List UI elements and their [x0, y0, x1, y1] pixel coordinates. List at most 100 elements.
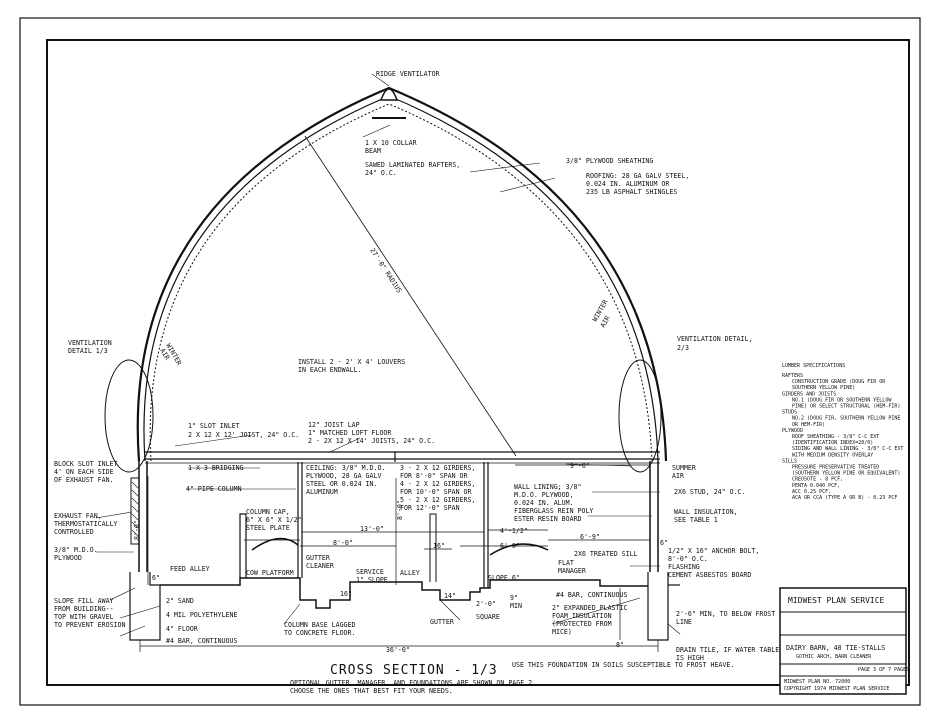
label-rafters-2: 24" O.C. [365, 169, 397, 177]
label-slope-fill-4: TO PREVENT EROSION [54, 621, 125, 629]
label-dim-9-0-top: 9'-0" [570, 462, 590, 470]
label-sheathing: 3/8" PLYWOOD SHEATHING [566, 157, 653, 165]
label-louvers-2: IN EACH ENDWALL. [298, 366, 362, 374]
label-girders-1: 3 - 2 X 12 GIRDERS, [400, 464, 475, 472]
label-girders-6: FOR 12'-0" SPAN [400, 504, 460, 512]
label-column-base-2: TO CONCRETE FLOOR. [284, 629, 355, 637]
loft-labels: 1" SLOT INLET 2 X 12 X 12' JOIST, 24" O.… [54, 421, 745, 524]
label-bar-cont-right: #4 BAR, CONTINUOUS [556, 591, 627, 599]
label-girders-4: FOR 10'-0" SPAN OR [400, 488, 471, 496]
loft-floor [145, 451, 660, 464]
label-block-slot-2: 4' ON EACH SIDE [54, 468, 114, 476]
label-dim-8-0-a: 8'-0" [333, 539, 353, 547]
footer-note-2: CHOOSE THE ONES THAT BEST FIT YOUR NEEDS… [290, 687, 453, 695]
label-loft-floor: 1" MATCHED LOFT FLOOR [308, 429, 391, 437]
label-ceiling-2: PLYWOOD, 28 GA GALV [306, 472, 381, 480]
label-slope-6: SLOPE 6" [488, 574, 520, 582]
label-gutter-cleaner-2: CLEANER [306, 562, 334, 570]
lumber-spec-line: ROOF SHEATHING - 3/8" C-C EXT [792, 434, 879, 440]
lumber-spec-line: SOUTHERN YELLOW PINE) [792, 385, 855, 391]
lumber-spec-line: ACA OR CCA (TYPE A OR B) - 0.23 PCF [792, 495, 897, 501]
label-joists-2x14: 2 - 2X 12 X 14' JOISTS, 24" O.C. [308, 437, 435, 445]
label-dim-16-gutter: 16" [340, 590, 352, 598]
label-summer-air-1: SUMMER [672, 464, 696, 472]
title-block-subtitle: GOTHIC ARCH, BARN CLEANER [796, 654, 872, 660]
footer: CROSS SECTION - 1/3 OPTIONAL GUTTER, MAN… [290, 661, 734, 695]
label-foam-4: MICE) [552, 628, 572, 636]
floor-labels: EXHAUST FAN, THERMOSTATICALLY CONTROLLED… [54, 500, 779, 662]
label-exhaust-fan-1: EXHAUST FAN, [54, 512, 102, 520]
label-column-base-1: COLUMN BASE LAGGED [284, 621, 355, 629]
label-girders-3: 4 - 2 X 12 GIRDERS, [400, 480, 475, 488]
label-mdo-plywood-2: PLYWOOD [54, 554, 82, 562]
label-treated-sill: 2X6 TREATED SILL [574, 550, 638, 558]
label-exhaust-fan-2: THERMOSTATICALLY [54, 520, 118, 528]
label-vent-detail-right-1: VENTILATION DETAIL, [677, 335, 752, 343]
label-dim-8-0-vert-mid: 8'-0" [396, 500, 404, 520]
inner-border [46, 39, 910, 686]
label-frost-2: LINE [676, 618, 692, 626]
label-dim-6-left: 6" [152, 574, 160, 582]
label-bridging: 1 X 3 BRIDGING [188, 464, 244, 472]
label-radius: 27'-0" RADIUS [368, 247, 403, 295]
lumber-specs-title: LUMBER SPECIFICATIONS [782, 363, 845, 369]
label-alley: ALLEY [400, 569, 420, 577]
label-dim-13-0: 13'-0" [360, 525, 384, 533]
lumber-spec-line: GIRDERS AND JOISTS [782, 391, 836, 397]
lumber-spec-line: STUDS [782, 410, 797, 416]
title-block: MIDWEST PLAN SERVICE DAIRY BARN, 40 TIE-… [779, 587, 909, 695]
label-girders-5: 5 - 2 X 12 GIRDERS, [400, 496, 475, 504]
label-service-slope-1: SERVICE [356, 568, 384, 576]
label-roofing-1: ROOFING: 28 GA GALV STEEL, [586, 172, 689, 180]
label-drain-tile-2: IS HIGH [676, 654, 704, 662]
lumber-spec-line: PLYWOOD [782, 428, 803, 434]
vent-detail-ellipse-right [618, 359, 662, 473]
label-dim-6-0: 6'-0" [500, 542, 520, 550]
label-wall-lining-2: M.D.O. PLYWOOD, [514, 491, 574, 499]
label-block-slot-1: BLOCK SLOT INLET [54, 460, 118, 468]
lumber-spec-line: ACC 0.25 PCF, [792, 489, 831, 495]
label-summer-air-2: AIR [672, 472, 684, 480]
label-column-cap-1: COLUMN CAP, [246, 508, 290, 516]
label-wall-lining-1: WALL LINING; 3/8" [514, 483, 582, 491]
label-pipe-column: 4" PIPE COLUMN [186, 485, 242, 493]
label-cow-platform: COW PLATFORM [246, 569, 294, 577]
label-dim-8-0-vert-left: 8'-0" [133, 520, 141, 540]
label-bar-cont-left: #4 BAR, CONTINUOUS [166, 637, 237, 645]
left-wall [130, 461, 148, 572]
lumber-spec-line: CONSTRUCTION GRADE (DOUG FIR OR [792, 379, 886, 385]
label-mdo-plywood-1: 3/8" M.D.O. [54, 546, 98, 554]
label-dim-4-1-2: 4'-1/2" [500, 527, 528, 535]
chain-left [251, 537, 299, 551]
label-wall-lining-5: ESTER RESIN BOARD [514, 515, 582, 523]
label-joist-2x12: 2 X 12 X 12' JOIST, 24" O.C. [188, 431, 299, 439]
title-block-page: PAGE 3 OF 7 PAGES [858, 667, 909, 673]
label-block-slot-3: OF EXHAUST FAN. [54, 476, 114, 484]
label-poly: 4 MIL POLYETHYLENE [166, 611, 237, 619]
label-ridge-ventilator: RIDGE VENTILATOR [376, 70, 440, 78]
vent-detail-ellipse-left [104, 359, 154, 473]
label-collar-beam-1: 1 X 10 COLLAR [365, 139, 417, 147]
label-flashing: FLASHING [668, 563, 700, 571]
label-collar-beam-2: BEAM [365, 147, 381, 155]
label-exhaust-fan-3: CONTROLLED [54, 528, 94, 536]
lumber-specs: LUMBER SPECIFICATIONS RAFTERSCONSTRUCTIO… [782, 363, 903, 501]
label-floor: 4" FLOOR [166, 625, 198, 633]
lumber-spec-line: WITH MEDIUM DENSITY OVERLAY [792, 452, 873, 458]
label-vent-detail-right-2: 2/3 [677, 344, 689, 352]
label-vent-detail-left-2: DETAIL 1/3 [68, 347, 108, 355]
label-dim-9-min-1: 9" [510, 594, 518, 602]
label-gutter-cleaner-1: GUTTER [306, 554, 330, 562]
label-service-slope-2: 1" SLOPE [356, 576, 388, 584]
label-ceiling-3: STEEL OR 0.024 IN. [306, 480, 377, 488]
label-slope-fill-2: FROM BUILDING-- [54, 605, 114, 613]
label-roofing-3: 235 LB ASPHALT SHINGLES [586, 188, 677, 196]
label-anchor-bolt-1: 1/2" X 16" ANCHOR BOLT, [668, 547, 759, 555]
label-foam-3: (PROTECTED FROM [552, 620, 612, 628]
lumber-spec-line: NO.1 (DOUG FIR OR SOUTHERN YELLOW [792, 397, 892, 403]
label-gutter: GUTTER [430, 618, 454, 626]
label-louvers-1: INSTALL 2 - 2' X 4' LOUVERS [298, 358, 405, 366]
lumber-spec-line: RAFTERS [782, 373, 803, 379]
